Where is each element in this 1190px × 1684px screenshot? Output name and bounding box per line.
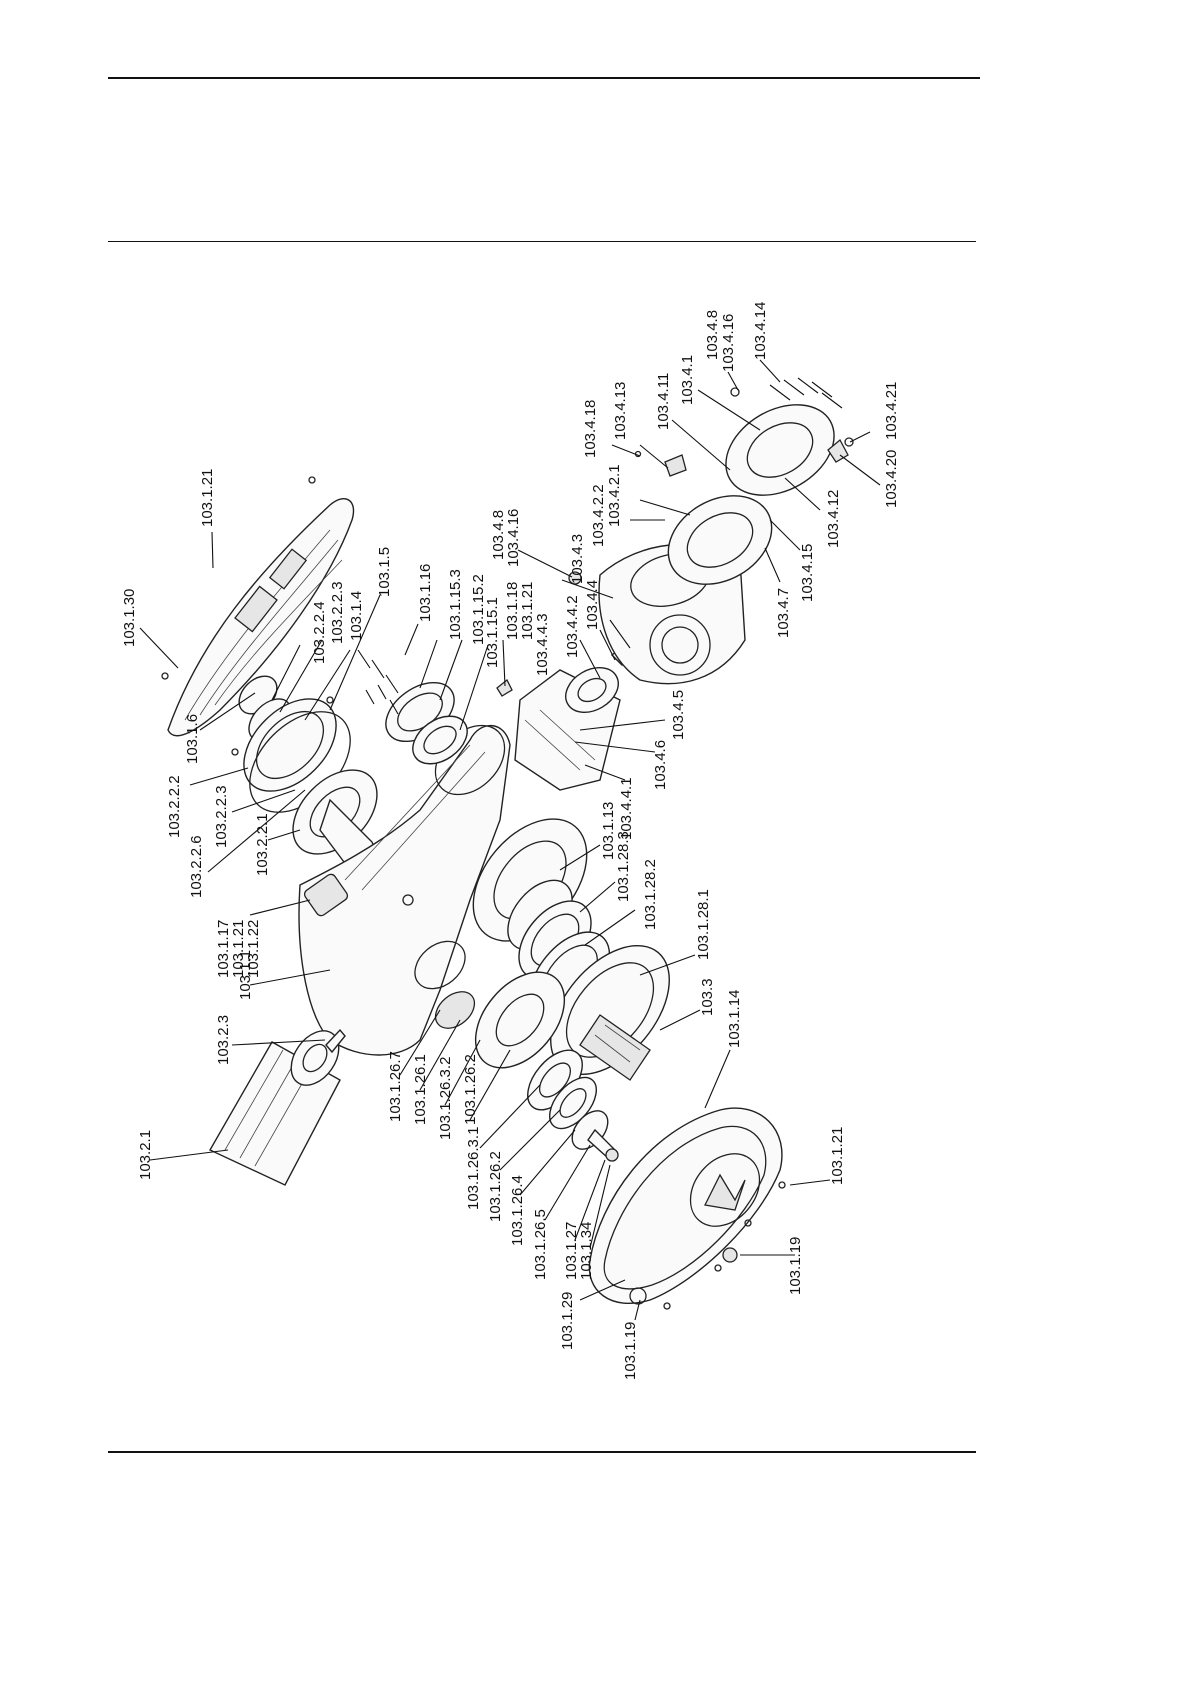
callout: 103.1.18: [504, 582, 521, 640]
callout: 103.4.2.1: [606, 464, 623, 527]
callout: 103.1.5: [376, 547, 393, 597]
callout: 103.4.16: [505, 509, 522, 567]
callout: 103.1.21: [519, 582, 536, 640]
output-bearing-stack: [527, 1049, 619, 1162]
wrist-motor: [514, 639, 642, 791]
callout: 103.4.4.2: [564, 595, 581, 658]
upper-arm-housing: [298, 724, 511, 1056]
callout: 103.1.15.2: [470, 574, 487, 645]
callout: 103.4.4.1: [618, 777, 635, 840]
callout: 103.4.18: [582, 400, 599, 458]
callout: 103.1.19: [622, 1322, 639, 1380]
arm-cover: [161, 476, 355, 737]
callout: 103.4.4: [584, 580, 601, 630]
callout: 103.2.2.2: [166, 775, 183, 838]
callout: 103.3: [699, 978, 716, 1016]
callout: 103.2.2.6: [188, 835, 205, 898]
callout: 103.1.26.3.1: [465, 1127, 482, 1210]
callout: 103.1.28.1: [695, 889, 712, 960]
leader-lines: [139, 359, 881, 1321]
callout: 103.1.16: [417, 564, 434, 622]
rv-gear: [474, 944, 670, 1081]
callout: 103.1.19: [787, 1237, 804, 1295]
footer-rule: [108, 1451, 976, 1453]
callout: 103.4.8: [704, 310, 721, 360]
callout: 103.1.22: [245, 920, 262, 978]
callout: 103.1.14: [726, 990, 743, 1048]
axis-motor: [209, 1028, 346, 1186]
callout: 103.4.13: [612, 382, 629, 440]
callout: 103.4.4.3: [534, 613, 551, 676]
callout: 103.1.29: [559, 1292, 576, 1350]
callout: 103.1.26.5: [532, 1209, 549, 1280]
callout: 103.1.26.1: [412, 1054, 429, 1125]
callout: 103.1.13: [600, 802, 617, 860]
header-rule-top: [108, 77, 980, 79]
callout: 103.2.2.3: [329, 581, 346, 644]
header-rule-bottom: [108, 241, 976, 242]
callout: 103.1.26.2: [487, 1151, 504, 1222]
callout: 103.4.16: [720, 314, 737, 372]
callout: 103.1.26.2: [462, 1054, 479, 1125]
callout: 103.1.21: [829, 1127, 846, 1185]
callout: 103.4.6: [652, 740, 669, 790]
callout: 103.1.1: [237, 950, 254, 1000]
callout: 103.1.21: [230, 920, 247, 978]
callout: 103.2.2.3: [213, 785, 230, 848]
callout: 103.1.28.2: [642, 859, 659, 930]
callout: 103.4.3: [569, 534, 586, 584]
callout: 103.4.15: [799, 544, 816, 602]
callout-labels: 103.1.30 103.1.21 103.1.6 103.2.2.4 103.…: [121, 302, 900, 1380]
callout: 103.1.15.1: [484, 597, 501, 668]
callout: 103.4.2.2: [590, 484, 607, 547]
callout: 103.4.7: [775, 588, 792, 638]
callout: 103.2.2.1: [254, 813, 271, 876]
callout: 103.1.15.3: [447, 569, 464, 640]
callout: 103.1.27: [563, 1222, 580, 1280]
callout: 103.1.4: [348, 591, 365, 641]
callout: 103.4.21: [883, 382, 900, 440]
callout: 103.4.5: [670, 690, 687, 740]
callout: 103.4.1: [679, 355, 696, 405]
callout: 103.1.26.7: [387, 1051, 404, 1122]
callout: 103.1.26.3.2: [437, 1057, 454, 1140]
callout: 103.1.21: [199, 469, 216, 527]
callout: 103.2.2.4: [311, 601, 328, 664]
callout: 103.2.1: [137, 1130, 154, 1180]
callout: 103.1.6: [184, 714, 201, 764]
callout: 103.4.8: [490, 510, 507, 560]
callout: 103.1.17: [215, 920, 232, 978]
gear-flange-stack: [231, 675, 381, 871]
callout: 103.4.11: [655, 373, 672, 430]
callout: 103.1.30: [121, 589, 138, 647]
gear-cover: [588, 1107, 786, 1310]
callout: 103.4.14: [752, 302, 769, 360]
callout: 103.4.20: [883, 450, 900, 508]
callout: 103.2.3: [215, 1015, 232, 1065]
callout: 103.1.34: [578, 1222, 595, 1280]
callout: 103.1.28.3: [615, 831, 632, 902]
callout: 103.1.26.4: [509, 1175, 526, 1246]
callout: 103.4.12: [825, 490, 842, 548]
wrist-flange: [634, 377, 854, 585]
